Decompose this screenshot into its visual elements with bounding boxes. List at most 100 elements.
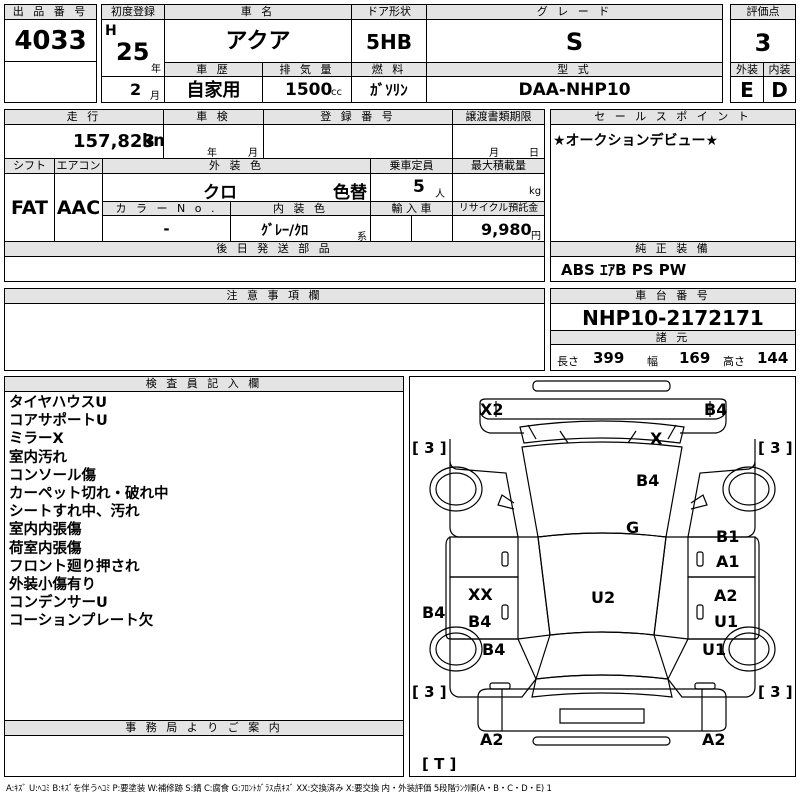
interior-color-suffix: 系 [357, 232, 367, 242]
tread-value: 3 [424, 439, 435, 457]
grade-label: グ レ ー ド [426, 4, 723, 20]
inspector-remark-item: カーペット切れ・破れ中 [9, 486, 169, 503]
displacement-label: 排 気 量 [262, 62, 352, 77]
inspector-remark-item: コンソール傷 [9, 467, 96, 484]
grade-value: S [426, 19, 723, 63]
inspector-remark-item: フロント廻り押され [9, 558, 140, 575]
damage-mark: B4 [468, 612, 492, 631]
aircon-label: エアコン [54, 158, 103, 174]
spec-label: 諸 元 [550, 330, 796, 345]
caution-body [4, 303, 545, 371]
inspector-remark-item: コーションプレート欠 [9, 613, 154, 630]
caution-label: 注 意 事 項 欄 [4, 288, 545, 304]
fuel-value: ｶﾞｿﾘﾝ [351, 76, 427, 103]
front-left-tire-tread: [ 3 ] [412, 439, 447, 457]
lot-number-label: 出 品 番 号 [4, 4, 97, 20]
era-letter: H [105, 23, 117, 39]
displacement-unit: cc [331, 87, 342, 98]
damage-mark: A2 [714, 586, 738, 605]
height-value: 144 [757, 349, 789, 367]
repaint-flag: 色替 [333, 183, 367, 202]
interior-grade-label: 内装 [763, 62, 796, 77]
chassis-number-label: 車 台 番 号 [550, 288, 796, 304]
recycle-fee-cell: 9,980 円 [452, 215, 545, 242]
model-code-value: DAA-NHP10 [426, 76, 723, 103]
damage-mark: U1 [714, 612, 739, 631]
door-type-value: 5HB [351, 19, 427, 63]
deadline-month-unit: 月 [489, 148, 499, 159]
max-load-label: 最大積載量 [452, 158, 545, 174]
equipment-value: ABS ｴｱB PS PW [550, 256, 796, 282]
inspector-remark-item: コンデンサーU [9, 595, 108, 612]
damage-mark: A2 [480, 730, 504, 749]
inspector-remark-item: 荷室内張傷 [9, 540, 82, 557]
damage-code-legend: A:ｷｽﾞ U:ﾍｺﾐ B:ｷｽﾞを伴うﾍｺﾐ P:要塗装 W:補修跡 S:錆 … [6, 784, 552, 794]
document-deadline-cell: 月 日 [452, 124, 545, 159]
first-registration-month: 2 月 [101, 76, 165, 103]
length-label: 長さ [557, 355, 579, 368]
year-unit: 年 [151, 64, 161, 75]
recycle-fee-unit: 円 [531, 231, 541, 242]
aircon-value: AAC [54, 173, 103, 242]
registration-number-label: 登 録 番 号 [263, 109, 453, 125]
exterior-color-cell: クロ 色替 [102, 173, 371, 202]
rear-left-tire-tread: [ 3 ] [412, 683, 447, 701]
inspector-remark-item: 室内汚れ [9, 449, 67, 466]
tread-value: 3 [770, 439, 781, 457]
lot-blank-cell [4, 61, 97, 103]
lot-number-value: 4033 [4, 19, 97, 62]
inspection-month-unit: 月 [248, 148, 258, 159]
inspector-remark-item: タイヤハウスU [9, 395, 108, 411]
max-load-unit: kg [529, 186, 542, 197]
damage-mark: U2 [591, 588, 616, 607]
color-number-value: - [102, 215, 231, 242]
length-value: 399 [593, 349, 625, 367]
spec-cell: 長さ 399 幅 169 高さ 144 [550, 344, 796, 371]
model-code-label: 型 式 [426, 62, 723, 77]
inspection-label: 車 検 [163, 109, 264, 125]
damage-mark: A2 [702, 730, 726, 749]
inspector-remark-item: 外装小傷有り [9, 577, 96, 594]
inspector-remarks-label: 検 査 員 記 入 欄 [4, 376, 404, 392]
color-number-label: カ ラ ー N o . [102, 201, 231, 216]
inspector-remark-item: ミラーX [9, 431, 64, 448]
damage-mark: G [626, 518, 640, 537]
registration-number-value [263, 124, 453, 159]
rear-right-tire-tread: [ 3 ] [758, 683, 793, 701]
interior-color-label: 内 装 色 [230, 201, 371, 216]
exterior-color-value: クロ [203, 183, 237, 202]
office-info-label: 事 務 局 よ り ご 案 内 [4, 720, 404, 736]
damage-mark: B4 [636, 471, 660, 490]
car-outline-drawing [429, 380, 776, 746]
width-label: 幅 [647, 355, 658, 368]
capacity-cell: 5 人 [370, 173, 453, 202]
door-type-label: ドア形状 [351, 4, 427, 20]
exterior-color-label: 外 装 色 [102, 158, 371, 174]
mileage-label: 走 行 [4, 109, 164, 125]
shift-label: シフト [4, 158, 55, 174]
inspection-cell: 年 月 [163, 124, 264, 159]
import-label: 輸 入 車 [370, 201, 453, 216]
deadline-day-unit: 日 [529, 148, 539, 159]
mileage-value: 157,823 [73, 131, 155, 152]
damage-mark: B4 [704, 400, 728, 419]
chassis-number-value: NHP10-2172171 [550, 303, 796, 331]
exterior-grade-value: E [730, 76, 764, 103]
office-info-body [4, 735, 404, 777]
registration-year: 25 [116, 38, 150, 66]
first-registration-year: H 25 年 [101, 19, 165, 77]
car-name-value: アクア [164, 19, 352, 63]
later-parts-value [4, 256, 545, 282]
front-right-tire-tread: [ 3 ] [758, 439, 793, 457]
damage-mark: U1 [702, 640, 727, 659]
displacement-cell: 1500 cc [262, 76, 352, 103]
damage-mark: B4 [422, 603, 446, 622]
sales-point-label: セ ー ル ス ポ イ ン ト [550, 109, 796, 125]
recycle-fee-label: リサイクル預託金 [452, 201, 545, 216]
car-name-label: 車 名 [164, 4, 352, 20]
first-registration-label: 初度登録 [101, 4, 165, 20]
fuel-label: 燃 料 [351, 62, 427, 77]
interior-grade-value: D [763, 76, 796, 103]
